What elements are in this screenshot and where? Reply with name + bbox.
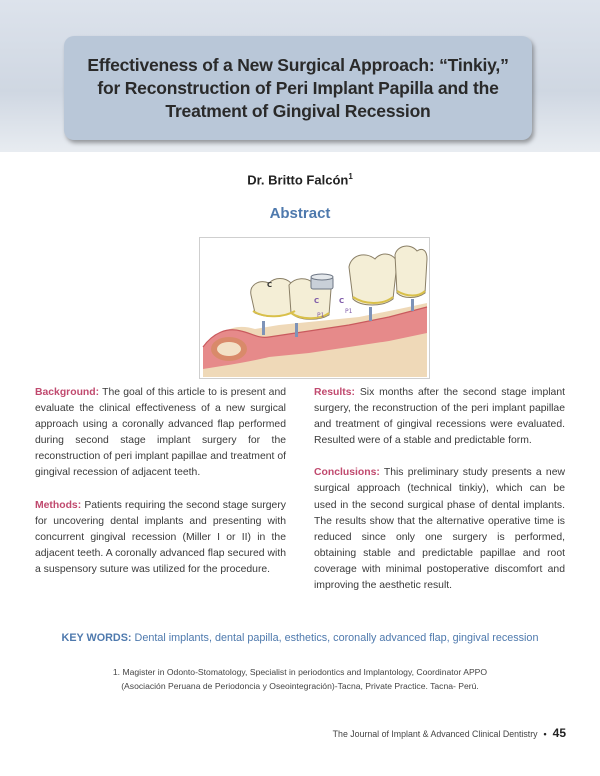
abstract-heading: Abstract <box>269 205 331 222</box>
results-label: Results: <box>314 387 355 398</box>
margin-line-4 <box>396 290 426 297</box>
conclusions-text: This preliminary study presents a new su… <box>314 467 565 592</box>
results-paragraph: Results: Six months after the second sta… <box>314 385 565 449</box>
margin-line-3 <box>352 296 394 304</box>
background-label: Background: <box>35 387 100 398</box>
title-box: Effectiveness of a New Surgical Approach… <box>64 36 532 140</box>
footer-bullet: • <box>543 729 547 739</box>
methods-text: Patients requiring the second stage surg… <box>35 499 286 575</box>
page-number: 45 <box>552 726 566 740</box>
background-paragraph: Background: The goal of this article to … <box>35 385 286 482</box>
tooth-far-right <box>394 245 428 298</box>
footnote-line-2: (Asociación Peruana de Periodoncia y Ose… <box>121 681 479 691</box>
author-name: Dr. Britto Falcón <box>247 172 349 188</box>
abstract-left-column: Background: The goal of this article to … <box>35 385 286 594</box>
results-text: Six months after the second stage implan… <box>314 387 565 447</box>
margin-line-2 <box>290 312 330 320</box>
conclusions-paragraph: Conclusions: This preliminary study pres… <box>314 465 565 594</box>
author-line: Dr. Britto Falcón1 <box>0 172 600 187</box>
conclusions-label: Conclusions: <box>314 467 380 479</box>
label-p1-a: P1 <box>317 312 325 319</box>
gum-shape <box>203 307 427 369</box>
abstract-right-column: Results: Six months after the second sta… <box>314 385 565 610</box>
margin-line-1 <box>252 310 296 318</box>
implant-post-1 <box>262 321 265 335</box>
methods-label: Methods: <box>35 499 82 511</box>
journal-name: The Journal of Implant & Advanced Clinic… <box>332 729 538 739</box>
socket-inner <box>217 342 241 356</box>
tooth-right <box>348 253 398 306</box>
keywords-label: KEY WORDS: <box>61 632 132 644</box>
keywords-text: Dental implants, dental papilla, estheti… <box>134 632 539 644</box>
gum-line <box>202 306 428 348</box>
page-footer: The Journal of Implant & Advanced Clinic… <box>333 726 566 740</box>
footnote-line-1: 1. Magister in Odonto-Stomatology, Speci… <box>112 667 488 677</box>
keywords-line: KEY WORDS: Dental implants, dental papil… <box>0 632 600 644</box>
dental-illustration: C C C P1 P1 <box>199 237 430 379</box>
label-c-small: C <box>314 297 319 305</box>
article-title: Effectiveness of a New Surgical Approach… <box>87 54 509 121</box>
tooth-left <box>250 278 296 317</box>
implant-post-4 <box>411 299 414 311</box>
implant-cap-top <box>310 273 334 281</box>
label-c-left: C <box>267 281 272 289</box>
footnote: 1. Magister in Odonto-Stomatology, Speci… <box>0 665 600 693</box>
background-text: The goal of this article to is present a… <box>35 387 286 479</box>
methods-paragraph: Methods: Patients requiring the second s… <box>35 498 286 578</box>
label-c-mid: C <box>339 297 344 305</box>
implant-post-2 <box>295 323 298 337</box>
author-affiliation-mark: 1 <box>348 172 353 181</box>
label-p1-b: P1 <box>345 308 353 315</box>
implant-post-3 <box>369 307 372 321</box>
